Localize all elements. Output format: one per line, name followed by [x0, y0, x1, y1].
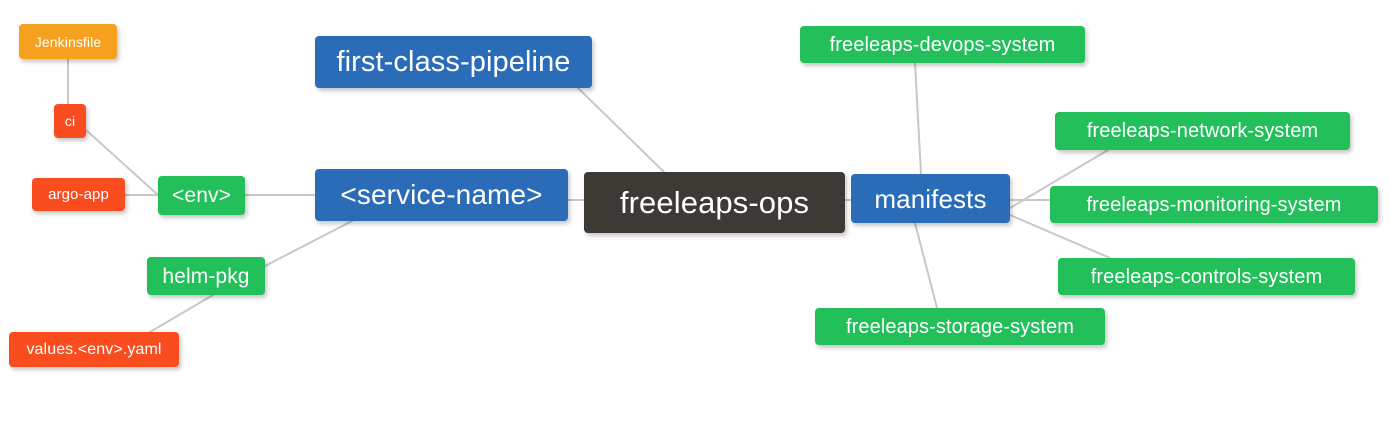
- node-freeleaps-ops[interactable]: freeleaps-ops: [584, 172, 845, 233]
- node-label-env: <env>: [172, 184, 231, 207]
- edge-manifests-to-freeleaps-devops-system: [914, 62, 922, 175]
- node-manifests[interactable]: manifests: [851, 174, 1010, 223]
- node-label-first-class-pipeline: first-class-pipeline: [336, 45, 571, 78]
- node-label-argo-app: argo-app: [48, 186, 109, 203]
- node-ci[interactable]: ci: [54, 104, 86, 138]
- edge-manifests-to-freeleaps-network-system: [1009, 149, 1109, 209]
- edge-manifests-to-freeleaps-controls-system: [1009, 214, 1111, 259]
- node-freeleaps-devops-system[interactable]: freeleaps-devops-system: [800, 26, 1085, 63]
- node-label-jenkinsfile: Jenkinsfile: [34, 33, 102, 50]
- node-label-freeleaps-storage-system: freeleaps-storage-system: [845, 315, 1075, 338]
- edge-ci-to-env: [85, 129, 159, 196]
- node-label-freeleaps-devops-system: freeleaps-devops-system: [829, 33, 1056, 56]
- node-label-service-name: <service-name>: [340, 179, 543, 210]
- edge-first-class-pipeline-to-freeleaps-ops: [577, 87, 665, 173]
- node-env[interactable]: <env>: [158, 176, 245, 215]
- edge-manifests-to-freeleaps-storage-system: [914, 222, 938, 309]
- node-label-freeleaps-ops: freeleaps-ops: [619, 185, 810, 220]
- node-jenkinsfile[interactable]: Jenkinsfile: [19, 24, 117, 59]
- node-label-freeleaps-network-system: freeleaps-network-system: [1086, 120, 1319, 142]
- edge-helm-pkg-to-service-name: [264, 220, 353, 267]
- node-argo-app[interactable]: argo-app: [32, 178, 125, 211]
- node-freeleaps-network-system[interactable]: freeleaps-network-system: [1055, 112, 1350, 150]
- node-label-freeleaps-monitoring-system: freeleaps-monitoring-system: [1086, 193, 1342, 216]
- node-freeleaps-storage-system[interactable]: freeleaps-storage-system: [815, 308, 1105, 345]
- node-label-values-yaml: values.<env>.yaml: [26, 340, 162, 358]
- node-label-manifests: manifests: [874, 183, 987, 214]
- node-label-helm-pkg: helm-pkg: [162, 264, 250, 288]
- edge-values-yaml-to-helm-pkg: [149, 294, 214, 333]
- node-freeleaps-controls-system[interactable]: freeleaps-controls-system: [1058, 258, 1355, 295]
- node-service-name[interactable]: <service-name>: [315, 169, 568, 221]
- node-values-yaml[interactable]: values.<env>.yaml: [9, 332, 179, 367]
- node-freeleaps-monitoring-system[interactable]: freeleaps-monitoring-system: [1050, 186, 1378, 223]
- node-label-ci: ci: [64, 113, 76, 129]
- node-label-freeleaps-controls-system: freeleaps-controls-system: [1090, 265, 1323, 288]
- node-helm-pkg[interactable]: helm-pkg: [147, 257, 265, 295]
- node-first-class-pipeline[interactable]: first-class-pipeline: [315, 36, 592, 88]
